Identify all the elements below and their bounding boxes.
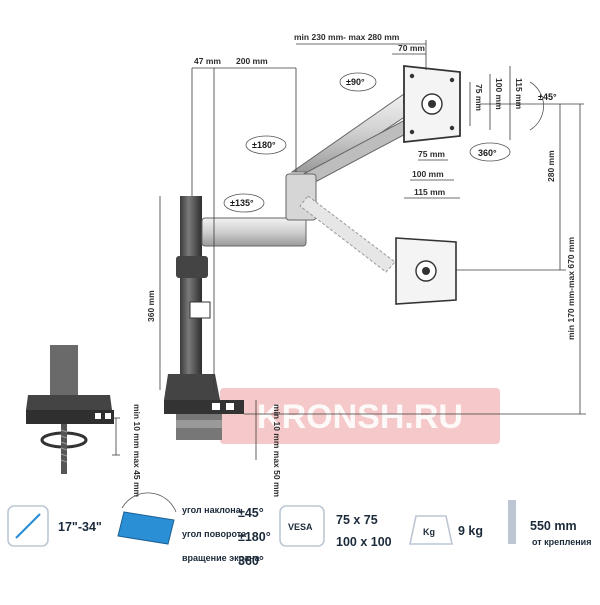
vesa-plate-top bbox=[403, 64, 461, 144]
side-clamp-illustration bbox=[26, 345, 114, 474]
dim-75-v: 75 mm bbox=[474, 84, 484, 111]
rotation-label: вращение экрана bbox=[182, 553, 261, 563]
rotation-labels: ±90° ±180° ±135° ±45° 360° bbox=[223, 72, 557, 213]
swivel-value: ±180° bbox=[238, 530, 271, 544]
wall-icon bbox=[508, 500, 516, 544]
svg-text:KRONSH.RU: KRONSH.RU bbox=[257, 398, 463, 436]
rot-45: ±45° bbox=[538, 92, 557, 102]
weight-badge: Kg bbox=[423, 527, 435, 537]
vesa-plate-bottom bbox=[395, 237, 457, 305]
dim-47: 47 mm bbox=[194, 56, 221, 66]
vesa-75: 75 x 75 bbox=[336, 513, 378, 527]
screen-size: 17"-34" bbox=[58, 520, 102, 534]
rot-135: ±135° bbox=[230, 198, 254, 208]
wall-distance-sub: от крепления bbox=[532, 537, 591, 547]
svg-text:min 10 mm max 45 mm: min 10 mm max 45 mm bbox=[132, 404, 142, 498]
vesa-badge: VESA bbox=[288, 522, 313, 532]
dim-70: 70 mm bbox=[398, 43, 425, 53]
height-dimensions: 280 mm min 170 mm-max 670 mm 360 mm min … bbox=[146, 103, 586, 498]
dim-360: 360 mm bbox=[146, 290, 156, 322]
vesa-100: 100 x 100 bbox=[336, 535, 392, 549]
weight-value: 9 kg bbox=[458, 524, 483, 538]
vesa-bottom-dimensions: 75 mm 100 mm 115 mm bbox=[404, 149, 460, 199]
dim-100-v: 100 mm bbox=[494, 78, 504, 110]
tilt-icon bbox=[117, 492, 177, 545]
vesa-side-dimensions: 100 mm 75 mm 115 mm bbox=[469, 66, 524, 140]
dim-height-range: min 170 mm-max 670 mm bbox=[566, 237, 576, 340]
dim-reach: min 230 mm- max 280 mm bbox=[294, 32, 400, 42]
monitor-arm bbox=[201, 93, 429, 273]
top-dimensions: 47 mm 200 mm min 230 mm- max 280 mm 70 m… bbox=[191, 32, 427, 390]
dim-grommet: min 10 mm max 50 mm bbox=[272, 404, 282, 498]
specs-row: 17"-34" угол наклона угол поворота враще… bbox=[7, 492, 591, 568]
rot-90: ±90° bbox=[346, 77, 365, 87]
tilt-label: угол наклона bbox=[182, 505, 242, 515]
clamp-dimension: min 10 mm max 45 mm bbox=[112, 404, 142, 498]
vesa-badge-frame bbox=[279, 505, 325, 547]
dim-100-h: 100 mm bbox=[412, 169, 444, 179]
dim-115-h: 115 mm bbox=[414, 187, 446, 197]
dim-200: 200 mm bbox=[236, 56, 268, 66]
dim-115-v: 115 mm bbox=[514, 78, 524, 110]
rotation-value: 360° bbox=[238, 554, 264, 568]
dim-280: 280 mm bbox=[546, 150, 556, 182]
wall-distance: 550 mm bbox=[530, 519, 577, 533]
watermark: KRONSH.RU bbox=[220, 388, 500, 444]
rot-360: 360° bbox=[478, 148, 497, 158]
weight-icon bbox=[409, 515, 453, 545]
dim-75-h: 75 mm bbox=[418, 149, 445, 159]
tilt-value: ±45° bbox=[238, 506, 264, 520]
rot-180: ±180° bbox=[252, 140, 276, 150]
pole-mount bbox=[164, 196, 244, 440]
clamp-min-label: min 10 mm max 45 mm bbox=[132, 404, 142, 498]
swivel-label: угол поворота bbox=[182, 529, 247, 539]
